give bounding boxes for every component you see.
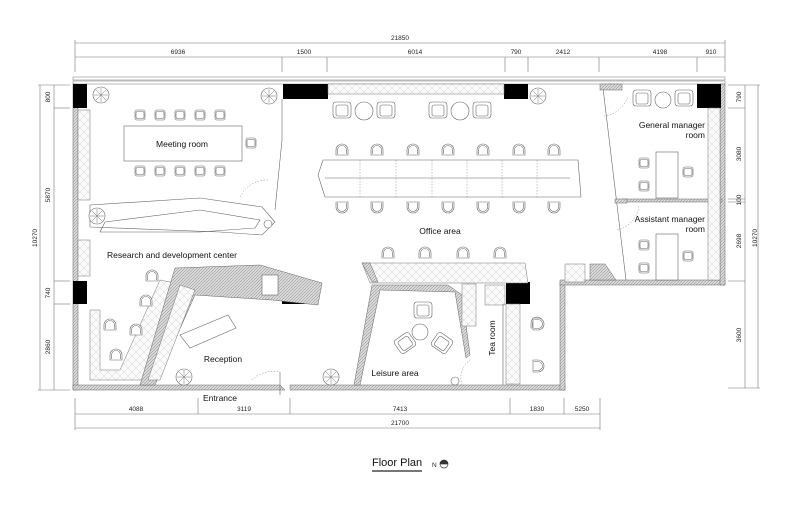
room-label-reception: Reception (204, 354, 243, 364)
drawing-title-block: Floor Plan N (372, 457, 449, 472)
window-strip (327, 83, 505, 95)
top-dimension: 6014 (408, 49, 423, 56)
right-dimension-chain: 790 3080 100 2698 3600 10270 (728, 84, 760, 389)
reception-counter: Reception Entrance (139, 264, 323, 403)
right-dimension: 3080 (736, 146, 743, 161)
bottom-dimension: 5250 (575, 406, 590, 413)
drawing-title: Floor Plan (372, 457, 422, 469)
right-dimension: 100 (736, 194, 743, 205)
window-strip (707, 107, 721, 281)
top-dimension: 910 (706, 49, 717, 56)
room-label-rnd: Research and development center (107, 250, 237, 260)
rnd-desk: Research and development center (88, 197, 276, 260)
bottom-dimension-chain: 4088 3119 7413 1830 5250 21700 (74, 398, 601, 430)
top-dimension: 6936 (171, 49, 186, 56)
meeting-table (123, 125, 243, 162)
room-label-meeting: Meeting room (156, 139, 208, 149)
room-label-gm-line1: General manager (639, 120, 705, 130)
north-label: N (432, 462, 437, 469)
right-total-dimension: 10270 (752, 229, 759, 247)
rnd-workstations (89, 269, 186, 381)
room-label-tea: Tea room (487, 320, 497, 355)
top-dimension-chain: 21850 6936 1500 6014 790 2412 4198 910 (74, 35, 726, 72)
bottom-dimension: 4088 (129, 406, 144, 413)
left-total-dimension: 10270 (32, 229, 39, 247)
bottom-dimension: 7413 (393, 406, 408, 413)
room-label-am-line2: room (686, 224, 705, 234)
top-total-dimension: 21850 (391, 35, 409, 42)
left-dimension: 740 (45, 287, 52, 298)
room-label-leisure: Leisure area (371, 368, 419, 378)
meeting-room: Meeting room (92, 86, 283, 211)
building-walls (72, 76, 726, 391)
right-dimension: 790 (736, 91, 743, 102)
bottom-total-dimension: 21700 (391, 420, 409, 427)
top-dimension: 4198 (653, 49, 668, 56)
top-dimension: 790 (511, 49, 522, 56)
window-strip (77, 239, 91, 277)
bottom-dimension: 3119 (237, 406, 251, 413)
north-arrow-icon (439, 459, 449, 469)
room-label-office: Office area (419, 226, 461, 236)
left-dimension: 2860 (45, 339, 52, 354)
top-dimension: 2412 (556, 49, 571, 56)
leisure-and-tea: Leisure area Tea room (322, 262, 545, 386)
room-label-entrance: Entrance (203, 393, 237, 403)
top-dimension: 1500 (297, 49, 312, 56)
bottom-dimension: 1830 (530, 406, 545, 413)
right-dimension: 2698 (736, 233, 743, 248)
manager-rooms: General manager room Assistant manager r… (564, 83, 706, 283)
room-label-am-line1: Assistant manager (635, 214, 706, 224)
office-area: Office area (317, 87, 582, 259)
window-strip (77, 109, 91, 201)
left-dimension: 800 (45, 91, 52, 102)
left-dimension-chain: 800 5870 740 2860 10270 (32, 84, 70, 391)
left-dimension: 5870 (45, 187, 52, 202)
office-desk-bench (317, 159, 582, 198)
right-dimension: 3600 (736, 327, 743, 342)
room-label-gm-line2: room (686, 130, 705, 140)
